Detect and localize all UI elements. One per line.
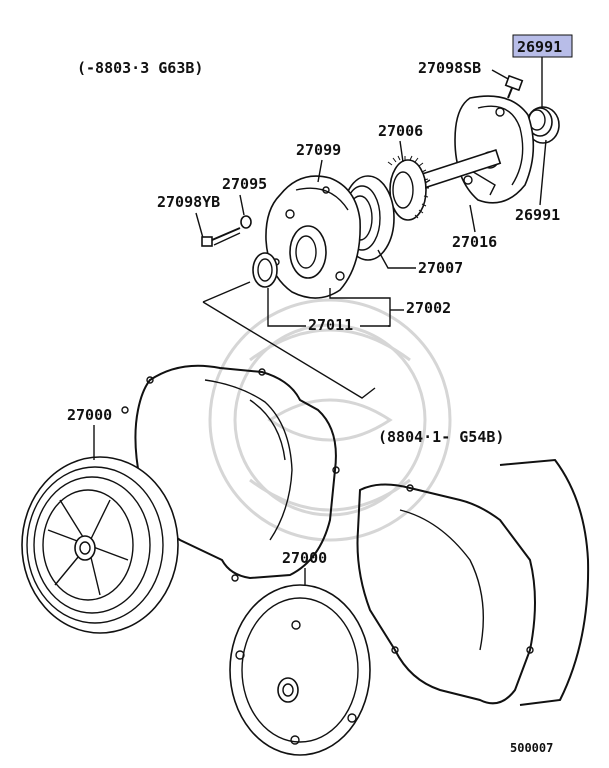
part-label-27007[interactable]: 27007 xyxy=(418,259,463,277)
part-label-27016[interactable]: 27016 xyxy=(452,233,497,251)
part-label-26991-highlight[interactable]: 26991 xyxy=(517,38,562,56)
pump-cover-27016 xyxy=(418,95,535,204)
bolt-27098YB xyxy=(201,227,241,247)
pump-body-27099 xyxy=(265,175,361,299)
part-label-27099[interactable]: 27099 xyxy=(296,141,341,159)
torque-converter-lower-27000 xyxy=(229,584,371,756)
bolt-27098SB xyxy=(504,74,524,99)
part-label-27006[interactable]: 27006 xyxy=(378,122,423,140)
variant-note-lower: (8804·1- G54B) xyxy=(378,428,504,446)
part-label-27098SB[interactable]: 27098SB xyxy=(418,59,481,77)
part-label-26991[interactable]: 26991 xyxy=(515,206,560,224)
transmission-housing-lower xyxy=(356,458,590,706)
part-label-27000-lower[interactable]: 27000 xyxy=(282,549,327,567)
diagram-code: 500007 xyxy=(510,741,553,755)
part-label-27000-left[interactable]: 27000 xyxy=(67,406,112,424)
washer-27095 xyxy=(240,215,252,229)
part-label-27011[interactable]: 27011 xyxy=(308,316,353,334)
part-label-27098YB[interactable]: 27098YB xyxy=(157,193,220,211)
torque-converter-left-27000 xyxy=(21,456,179,634)
part-label-27002[interactable]: 27002 xyxy=(406,299,451,317)
transmission-housing-upper xyxy=(121,364,340,582)
oil-seal-27011 xyxy=(252,252,278,288)
watermark-emblem xyxy=(208,298,452,542)
part-label-27095[interactable]: 27095 xyxy=(222,175,267,193)
variant-note-upper: (-8803·3 G63B) xyxy=(77,59,203,77)
drive-gear-27006 xyxy=(387,155,429,221)
